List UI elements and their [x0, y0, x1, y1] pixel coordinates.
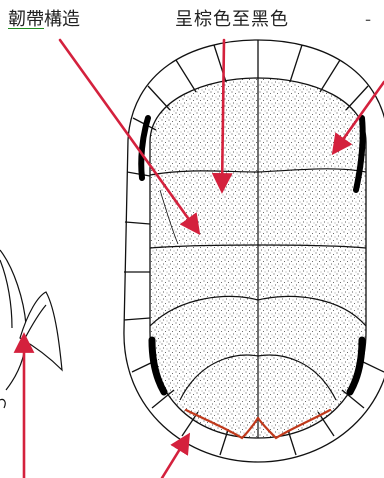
arrow-bottom-margin	[162, 436, 188, 478]
left-partial-structure	[0, 250, 62, 408]
marginal-scutes	[124, 40, 384, 462]
